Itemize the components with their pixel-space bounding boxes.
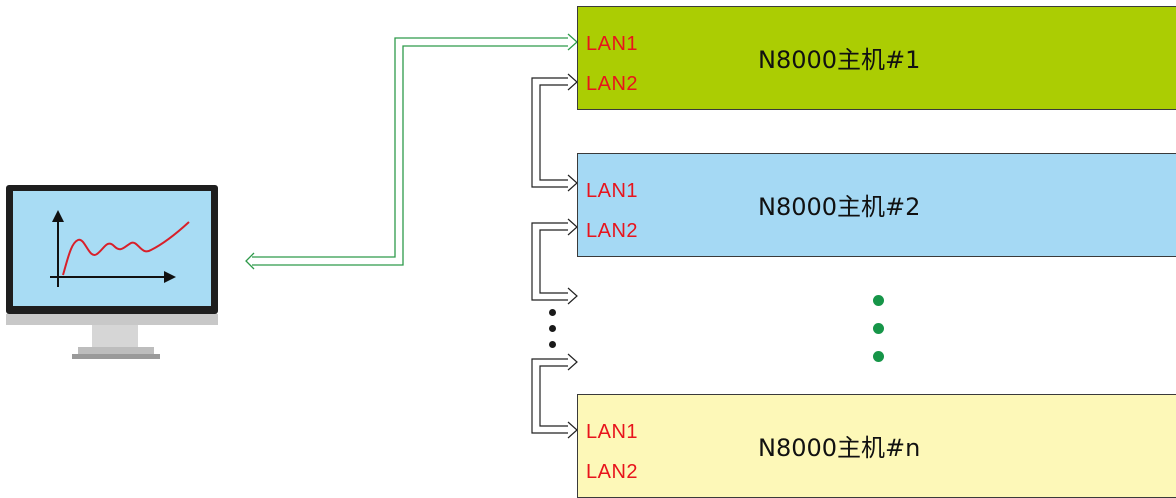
host-n-lan1-label: LAN1 — [586, 421, 639, 443]
host-2-name: N8000主机#2 — [758, 193, 921, 221]
host-box-1: LAN1 LAN2 N8000主机#1 — [577, 6, 1176, 110]
host-box-2: LAN1 LAN2 N8000主机#2 — [577, 153, 1176, 257]
host-n-lan2-label: LAN2 — [586, 461, 639, 483]
chart-curve — [62, 221, 190, 276]
host-ellipsis-dot — [873, 351, 884, 362]
host-1-name: N8000主机#1 — [758, 46, 921, 74]
monitor-neck — [92, 325, 138, 347]
monitor-with-chart-icon — [6, 185, 218, 359]
monitor-screen — [13, 191, 211, 306]
host1-to-host2-link — [531, 73, 578, 192]
host-1-lan1-label: LAN1 — [586, 33, 639, 55]
host-2-lan2-label: LAN2 — [586, 220, 639, 242]
chart-x-arrow — [164, 271, 176, 283]
monitor-base-shadow — [72, 354, 160, 359]
pc-to-host1-link — [245, 33, 578, 270]
monitor-chin — [6, 314, 218, 325]
wire-ellipsis-dot — [549, 341, 556, 348]
host-ellipsis-dot — [873, 295, 884, 306]
chart-y-arrow — [52, 210, 64, 222]
host-ellipsis-dot — [873, 323, 884, 334]
host-box-n: LAN1 LAN2 N8000主机#n — [577, 394, 1176, 498]
monitor-base — [78, 347, 154, 354]
wire-ellipsis-dot — [549, 325, 556, 332]
host-2-lan1-label: LAN1 — [586, 180, 639, 202]
host2-to-next-link — [531, 218, 578, 305]
host-1-lan2-label: LAN2 — [586, 73, 639, 95]
host-n-name: N8000主机#n — [758, 434, 921, 462]
prev-to-hostn-link — [531, 353, 578, 439]
wire-ellipsis-dot — [549, 309, 556, 316]
